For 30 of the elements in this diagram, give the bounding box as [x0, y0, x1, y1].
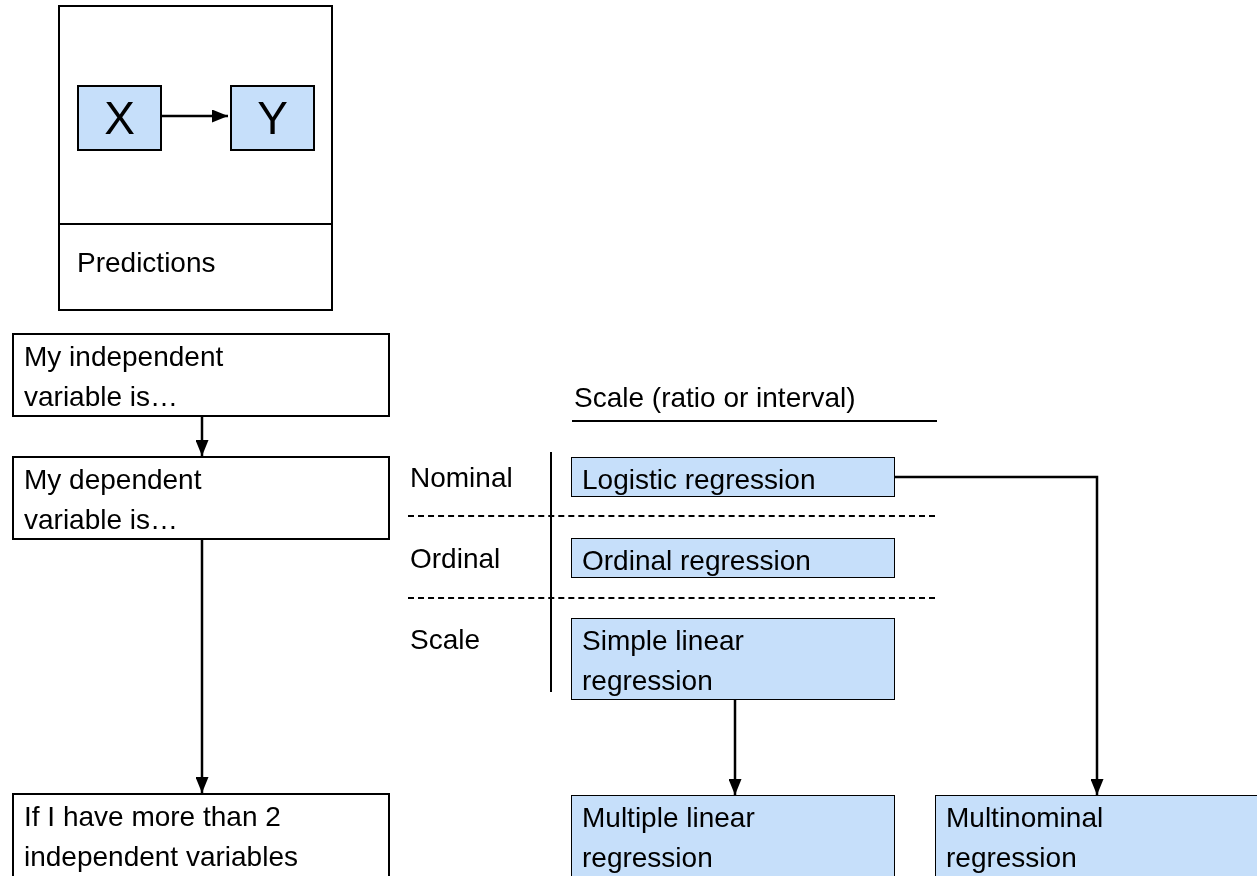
box-text: Simple linear regression — [582, 624, 745, 698]
box-text: My independent variable is… — [24, 340, 225, 414]
row-label: Ordinal — [410, 542, 501, 576]
box-text: X — [104, 95, 135, 141]
method-box — [571, 795, 895, 876]
card-title: Predictions — [77, 247, 216, 278]
box-text: If I have more than 2 independent variables — [24, 800, 299, 874]
box-text: Y — [257, 95, 288, 141]
box-text: Multiple linear regression — [582, 801, 756, 875]
question-box — [12, 333, 390, 417]
method-box — [571, 538, 895, 578]
arrow — [728, 700, 742, 795]
column-header: Scale (ratio or interval) — [572, 380, 937, 422]
box-text: Multinominal regression — [946, 801, 1105, 875]
arrow — [895, 475, 1104, 795]
row-label: Scale — [410, 623, 481, 657]
method-box — [571, 618, 895, 700]
arrow — [195, 417, 209, 456]
method-box — [935, 795, 1257, 876]
question-box — [12, 793, 390, 876]
question-box — [12, 456, 390, 540]
row-label: Nominal — [410, 461, 513, 495]
card-box — [58, 5, 333, 311]
variable-box — [77, 85, 162, 151]
box-text: My dependent variable is… — [24, 463, 203, 537]
variable-box — [230, 85, 315, 151]
method-box — [571, 457, 895, 497]
arrow — [195, 540, 209, 793]
box-text: Ordinal regression — [582, 544, 811, 578]
box-text: Logistic regression — [582, 463, 816, 497]
